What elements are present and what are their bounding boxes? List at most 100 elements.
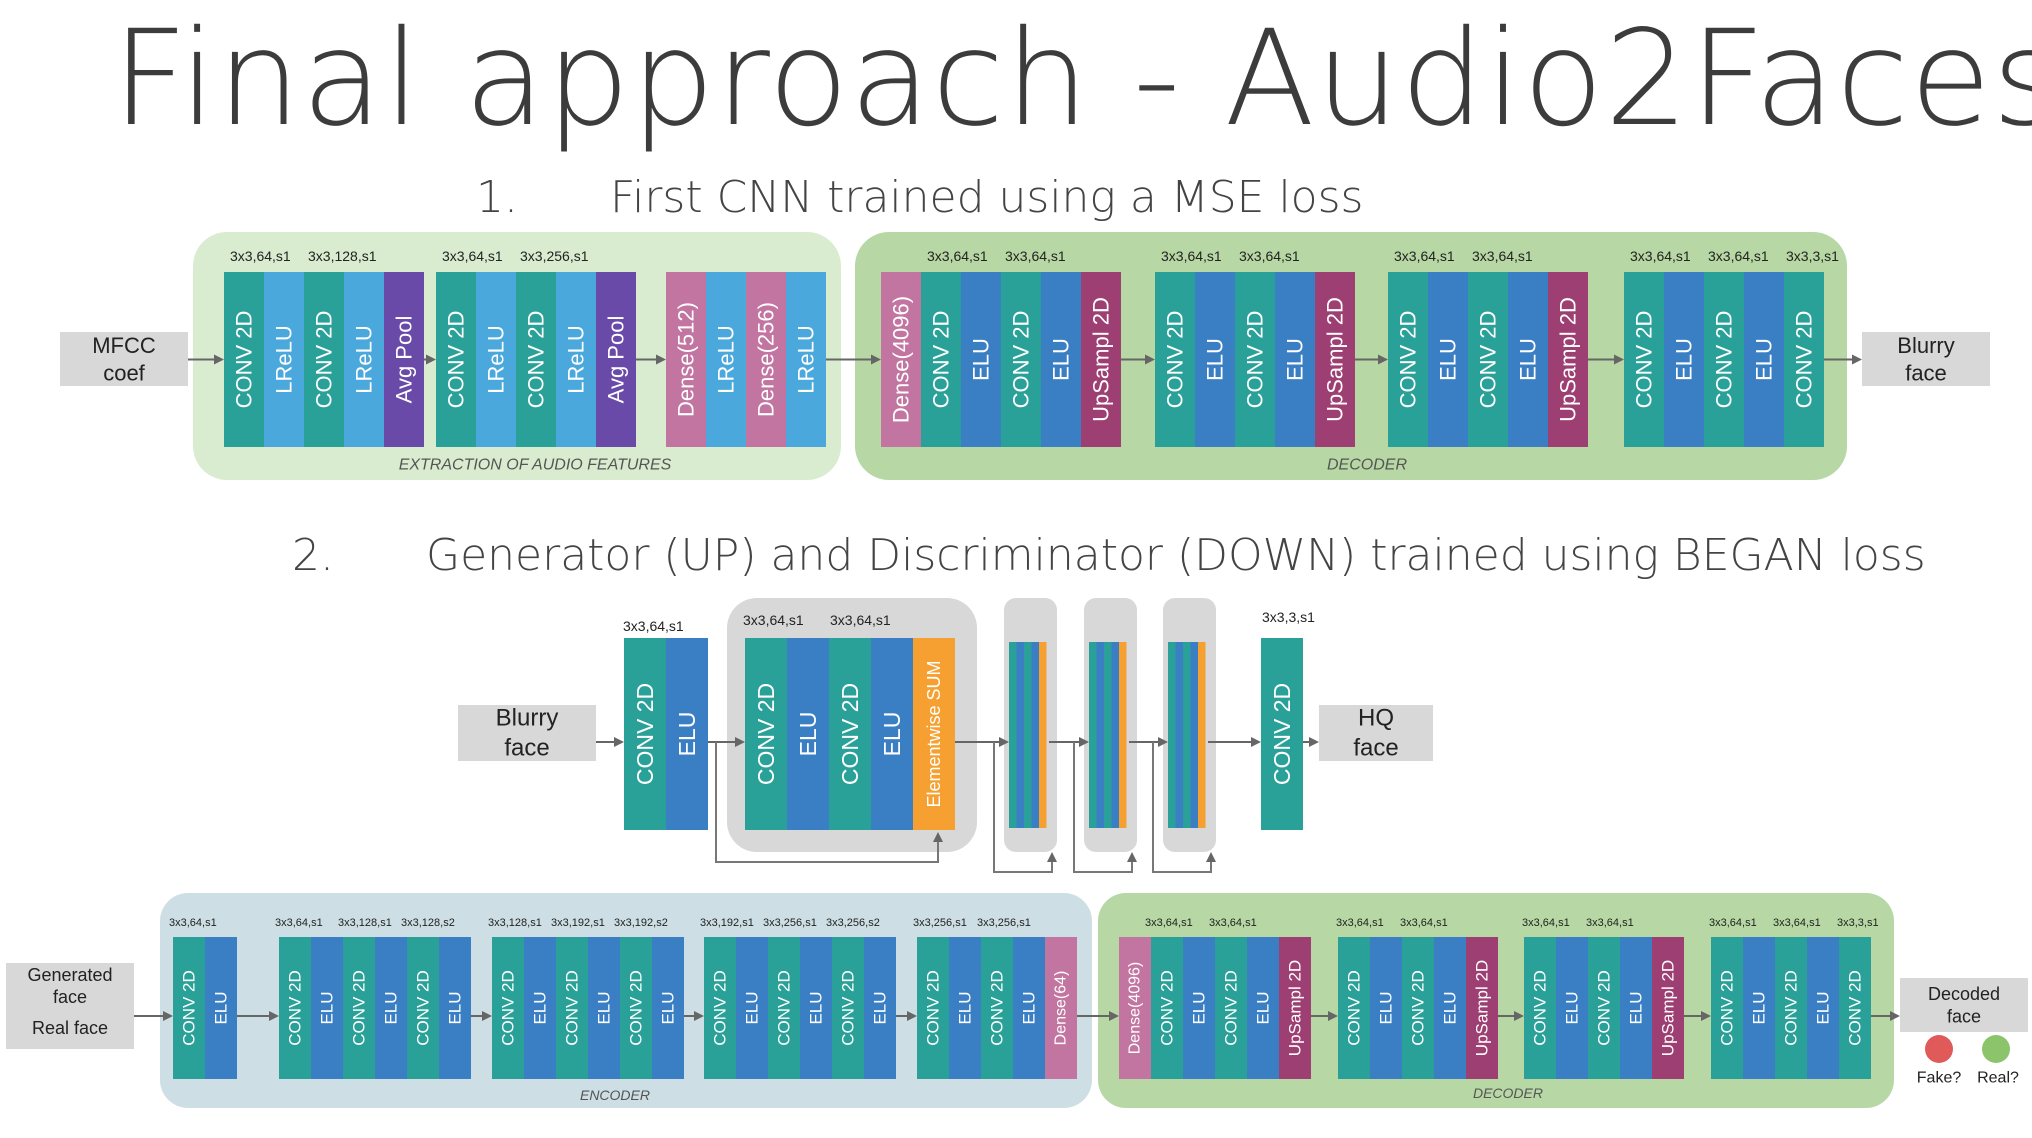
layer-label-conv-2d: CONV 2D [563,970,582,1046]
decoder-caption-2: DECODER [1473,1085,1543,1101]
layer-elu [871,638,913,830]
layer-conv-2d [1151,937,1183,1079]
layer-label-lrelu: LReLU [484,325,509,393]
layer-elu [1183,937,1215,1079]
mini-block-layer [1016,642,1024,828]
section2-number: 2. [292,530,334,581]
layer-label-conv-2d: CONV 2D [232,311,257,409]
layer-label-upsampl-2d: UpSampl 2D [1286,960,1305,1056]
layer-lrelu [264,272,304,447]
layer-elu [1041,272,1081,447]
discriminator-input-box [6,963,134,1049]
layer-params: 3x3,256,s1 [913,917,967,929]
layer-label-lrelu: LReLU [352,325,377,393]
encoder-caption: ENCODER [580,1087,650,1103]
layer-conv-2d [624,638,666,830]
layer-label-elu: ELU [879,712,905,757]
layer-elu [1247,937,1279,1079]
layer-conv-2d [1524,937,1556,1079]
real-label: Real? [1977,1070,2019,1087]
mini-block-layer [1198,642,1206,828]
layer-label-elu: ELU [1020,991,1039,1024]
mini-block-layer [1031,642,1039,828]
decoded-face-output-box-label: Decoded [1928,984,2000,1004]
layer-params: 3x3,64,s1 [1336,917,1384,929]
layer-params: 3x3,128,s2 [401,917,455,929]
blurry-face-input-box [458,705,596,761]
residual-skip-connection [993,742,1057,873]
layer-params: 3x3,64,s1 [1161,248,1222,264]
layer-elu [1195,272,1235,447]
layer-conv-2d [407,937,439,1079]
layer-label-conv-2d: CONV 2D [524,311,549,409]
layer-params: 3x3,256,s2 [826,917,880,929]
layer-label-upsampl-2d: UpSampl 2D [1089,297,1114,422]
layer-label-conv-2d: CONV 2D [1009,311,1034,409]
layer-conv-2d [1704,272,1744,447]
layer-conv-2d [1775,937,1807,1079]
layer-upsampl-2d [1652,937,1684,1079]
layer-elu [787,638,829,830]
layer-label-elu: ELU [1049,338,1074,381]
layer-conv-2d [304,272,344,447]
layer-params: 3x3,64,s1 [1239,248,1300,264]
layer-params: 3x3,64,s1 [1586,917,1634,929]
layer-elu [1556,937,1588,1079]
mini-block-layer [1104,642,1112,828]
fake-indicator-icon [1925,1035,1953,1063]
layer-lrelu [706,272,746,447]
layer-avg-pool [596,272,636,447]
layer-params: 3x3,3,s1 [1786,248,1839,264]
layer-label-elu: ELU [595,991,614,1024]
layer-params: 3x3,64,s1 [1708,248,1769,264]
layer-lrelu [344,272,384,447]
layer-elu [311,937,343,1079]
layer-label-elu: ELU [382,991,401,1024]
layer-label-lrelu: LReLU [564,325,589,393]
layer-elu [800,937,832,1079]
slide-title: Final approach - Audio2Faces [112,2,2032,156]
residual-skip-connection [715,742,943,863]
layer-conv-2d [1388,272,1428,447]
layer-label-conv-2d: CONV 2D [988,970,1007,1046]
layer-label-avg-pool: Avg Pool [392,316,417,404]
mini-block-layer [1096,642,1104,828]
layer-label-elu: ELU [969,338,994,381]
layer-lrelu [556,272,596,447]
layer-conv-2d [436,272,476,447]
layer-lrelu [786,272,826,447]
layer-label-conv-2d: CONV 2D [180,970,199,1046]
layer-params: 3x3,64,s1 [1209,917,1257,929]
layer-params: 3x3,64,s1 [927,248,988,264]
real-indicator-icon [1982,1035,2010,1063]
layer-label-conv-2d: CONV 2D [627,970,646,1046]
layer-params: 3x3,256,s1 [763,917,817,929]
layer-label-elu: ELU [1814,991,1833,1024]
layer-label-conv-2d: CONV 2D [1531,970,1550,1046]
layer-elu [736,937,768,1079]
layer-conv-2d [1784,272,1824,447]
layer-params: 3x3,64,s1 [1400,917,1448,929]
section2-heading: 2. Generator (UP) and Discriminator (DOW… [292,530,1926,582]
layer-label-elu: ELU [795,712,821,757]
layer-label-elu: ELU [1190,991,1209,1024]
layer-elu [1744,272,1784,447]
layer-label-elu: ELU [1672,338,1697,381]
layer-label-elu: ELU [674,712,700,757]
layer-params: 3x3,3,s1 [1837,917,1879,929]
layer-params: 3x3,192,s1 [551,917,605,929]
layer-upsampl-2d [1279,937,1311,1079]
hq-face-output-box [1319,705,1433,761]
decoded-face-output-box-label: face [1947,1006,1981,1026]
layer-elu [864,937,896,1079]
mini-block-layer [1089,642,1097,828]
layer-label-conv-2d: CONV 2D [1243,311,1268,409]
layer-label-elu: ELU [1752,338,1777,381]
section2-heading-text: Generator (UP) and Discriminator (DOWN) … [425,530,1926,581]
mini-block-layer [1009,642,1017,828]
layer-elu [1664,272,1704,447]
layer-conv-2d [516,272,556,447]
layer-conv-2d [745,638,787,830]
layer-params: 3x3,64,s1 [230,248,291,264]
